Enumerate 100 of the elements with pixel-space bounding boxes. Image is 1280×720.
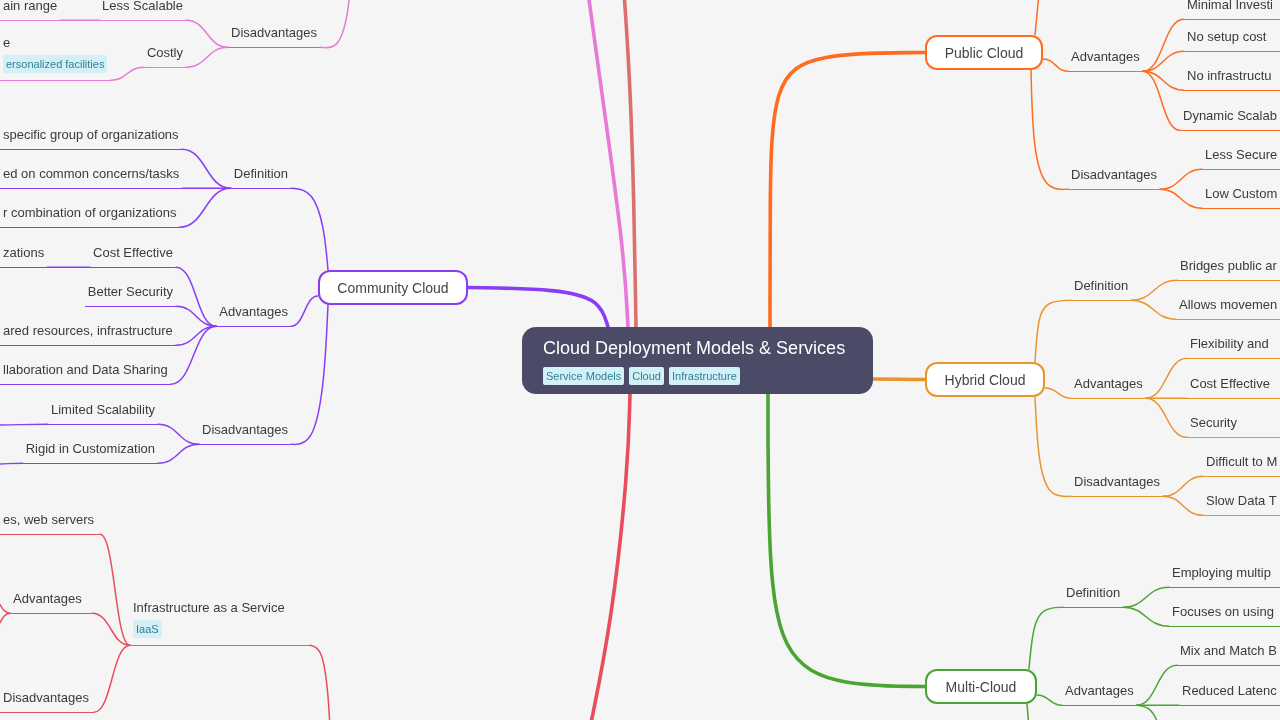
connector-line <box>91 612 131 646</box>
subtopic-label: Bridges public ar <box>1177 256 1280 281</box>
tag: Service Models <box>543 367 625 385</box>
connector-line <box>157 423 200 445</box>
subtopic-label: ared resources, infrastructure <box>0 321 176 346</box>
subtopic-label: Disadvantages <box>1071 472 1163 497</box>
connector-line <box>871 377 927 382</box>
connector-line <box>1030 69 1069 191</box>
tag: Cloud <box>629 367 664 385</box>
connector-line <box>180 148 232 189</box>
branch-node: Hybrid Cloud <box>925 362 1045 397</box>
subtopic-label: No infrastructu <box>1184 66 1280 91</box>
subtopic-label: Mix and Match B <box>1177 641 1280 666</box>
connector-line <box>1026 703 1030 720</box>
subtopic-label: Flexibility and <box>1187 334 1280 359</box>
topic-title: Cloud Deployment Models & Services <box>543 337 847 359</box>
subtopic-label: Low Custom <box>1202 184 1280 209</box>
subtopic-label: Employing multip <box>1169 563 1280 588</box>
subtopic-label: Difficult to M <box>1203 452 1280 477</box>
subtopic-label: Slow Data T <box>1203 491 1280 516</box>
connector-line <box>1162 475 1204 497</box>
subtopic-text: Infrastructure as a Service <box>133 599 286 617</box>
subtopic-label: llaboration and Data Sharing <box>0 360 171 385</box>
subtopic-label: Minimal Investi <box>1184 0 1280 20</box>
connector-line <box>1159 168 1203 190</box>
connector-line <box>1042 58 1069 72</box>
subtopic-label: Disadvantages <box>228 23 320 48</box>
connector-line <box>290 295 319 327</box>
subtopic-label: specific group of organizations <box>0 125 182 150</box>
tag: ersonalized facilities <box>3 55 108 73</box>
subtopic-label: Allows movemen <box>1176 295 1280 320</box>
tag: Infrastructure <box>668 367 740 385</box>
connector-line <box>1141 70 1181 131</box>
connector-line <box>1144 357 1188 399</box>
connector-line <box>622 0 638 329</box>
connector-line <box>319 0 351 49</box>
connector-line <box>1122 606 1170 627</box>
branch-node: Public Cloud <box>925 35 1043 70</box>
connector-line <box>766 392 927 689</box>
connector-line <box>586 0 630 329</box>
subtopic-label: Costly <box>143 43 186 68</box>
subtopic-label: Limited Scalability <box>47 400 158 425</box>
subtopic-label: Reduced Latenc <box>1179 681 1280 706</box>
connector-line <box>109 66 145 81</box>
subtopic-label: Advantages <box>1071 374 1146 399</box>
connector-line <box>46 266 91 268</box>
branch-node: Community Cloud <box>318 270 468 305</box>
subtopic-label: ed on common concerns/tasks <box>0 164 183 189</box>
subtopic-label: Disadvantages <box>0 688 94 713</box>
subtopic-label: Rigid in Customization <box>22 439 158 464</box>
connector-line <box>170 325 218 385</box>
connector-line <box>59 19 100 21</box>
connector-line <box>309 644 331 720</box>
subtopic-label: Advantages <box>216 302 291 327</box>
connector-line <box>290 187 329 271</box>
connector-line <box>588 392 632 720</box>
connector-line <box>99 533 131 646</box>
connector-line <box>768 50 927 329</box>
tag: IaaS <box>133 620 162 638</box>
subtopic-text: e <box>3 34 12 52</box>
subtopic-label: No setup cost <box>1184 27 1280 52</box>
connector-line <box>157 443 200 464</box>
connector-line <box>0 423 49 426</box>
connector-line <box>1144 397 1188 438</box>
central-topic <box>522 327 873 394</box>
subtopic-label: r combination of organizations <box>0 203 180 228</box>
subtopic-label: Definition <box>1063 583 1124 608</box>
connector-line <box>178 187 232 228</box>
subtopic-label: Less Scalable <box>99 0 186 21</box>
branch-node: Multi-Cloud <box>925 669 1037 704</box>
subtopic-label: Disadvantages <box>199 420 291 445</box>
subtopic-label: Security <box>1187 413 1280 438</box>
subtopic-label: Better Security <box>84 282 176 307</box>
connector-line <box>1044 387 1072 399</box>
connector-line <box>185 46 229 68</box>
subtopic-label: Cost Effective <box>1187 374 1280 399</box>
connector-line <box>1036 694 1063 706</box>
subtopic-label: Advantages <box>10 589 92 614</box>
connector-line <box>290 304 329 446</box>
connector-line <box>1130 279 1178 301</box>
subtopic-label: Cost Effective <box>90 243 176 268</box>
subtopic-label: Definition <box>230 164 291 189</box>
connector-line <box>1034 396 1072 498</box>
connector-line <box>0 462 24 465</box>
subtopic-label: ain range <box>0 0 61 21</box>
connector-line <box>1034 0 1040 36</box>
subtopic-label: Disadvantages <box>1068 165 1160 190</box>
connector-line <box>1141 50 1185 72</box>
subtopic-label: Focuses on using <box>1169 602 1280 627</box>
connector-line <box>175 305 218 327</box>
subtopic-label: Definition <box>1071 276 1132 301</box>
connector-line <box>466 285 610 329</box>
connector-line <box>1159 188 1203 209</box>
subtopic-label: es, web servers <box>0 510 100 535</box>
connector-line <box>1122 586 1170 608</box>
connector-line <box>185 19 229 48</box>
connector-line <box>1130 299 1177 320</box>
subtopic-label: Less Secure <box>1202 145 1280 170</box>
connector-line <box>1034 299 1072 363</box>
connector-line <box>1028 606 1064 670</box>
